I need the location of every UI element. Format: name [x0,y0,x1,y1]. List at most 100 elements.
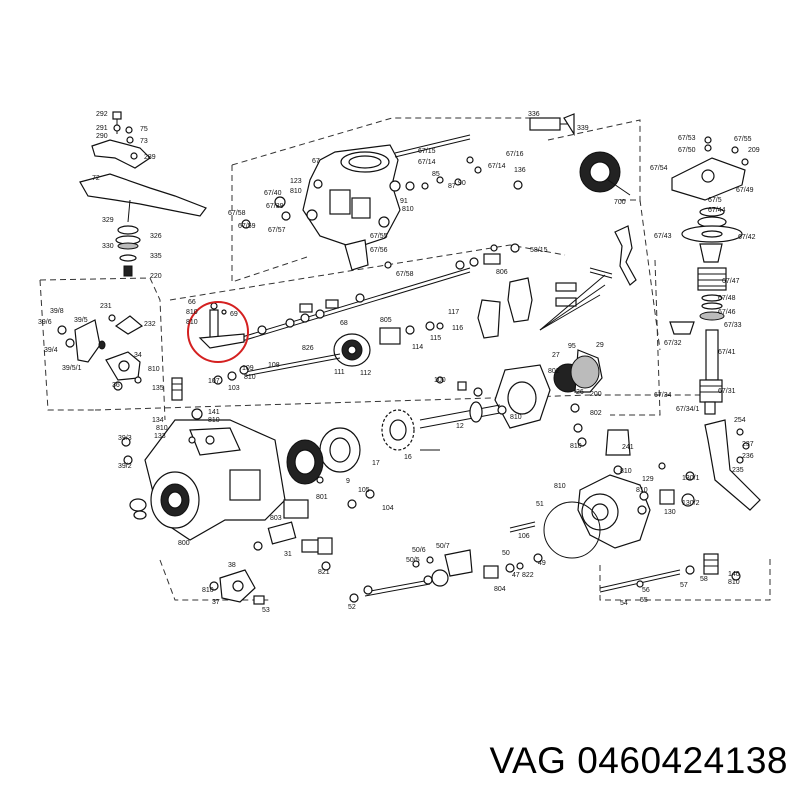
callout-209: 209 [748,147,760,154]
adjusting-screw [529,113,631,196]
callout-507: 50/7 [436,543,450,550]
callout-236: 236 [742,453,754,460]
callout-38: 38 [228,562,236,569]
callout-67: 67 [312,158,320,165]
callout-803: 803 [270,515,282,522]
callout-6714a: 67/14 [418,159,436,166]
callout-810k: 810 [636,487,648,494]
callout-129: 129 [642,476,654,483]
callout-810i: 810 [156,425,168,432]
callout-8100: 810 [510,414,522,421]
callout-135: 135 [152,385,164,392]
callout-826: 826 [302,345,314,352]
callout-9: 9 [346,478,350,485]
callout-810c: 810 [186,309,198,316]
callout-115: 115 [430,335,441,342]
callout-241: 241 [622,444,634,451]
callout-114: 114 [412,344,423,351]
callout-804: 804 [494,586,506,593]
flyweight-assembly [213,321,444,385]
group-outlines [39,117,771,601]
hydraulic-head [543,429,695,559]
callout-111: 111 [334,369,345,376]
callout-821: 821 [318,569,330,576]
callout-810l: 810 [554,483,566,490]
highlighted-part [187,301,249,363]
callout-398: 39/8 [50,308,64,315]
callout-6756: 67/56 [370,247,388,254]
lower-components [209,521,741,605]
callout-107: 107 [208,378,220,385]
callout-290: 290 [96,133,108,140]
callout-810a: 810 [290,188,302,195]
callout-6747: 67/47 [722,278,740,285]
governor-cover [241,134,523,271]
callout-134: 134 [152,417,164,424]
callout-37: 37 [212,599,220,606]
callout-6759: 67/59 [238,223,256,230]
callout-6755: 67/55 [370,233,388,240]
callout-6742: 67/42 [738,234,756,241]
highlight-circle [187,301,249,363]
callout-141: 141 [208,409,220,416]
callout-87: 87 [448,183,456,190]
callout-339: 339 [577,125,589,132]
callout-6740: 67/40 [264,190,282,197]
callout-6732: 67/32 [664,340,682,347]
callout-220: 220 [150,273,162,280]
callout-67341: 67/34/1 [676,406,699,413]
callout-6758: 67/58 [228,210,246,217]
callout-16: 16 [404,454,412,461]
callout-810d: 810 [186,319,198,326]
part-number-label: VAG 0460424138 [489,740,788,781]
callout-103: 103 [228,385,240,392]
callout-326: 326 [150,233,162,240]
callout-47: 47 [512,572,520,579]
callout-1302: 130/2 [682,500,700,507]
callout-336: 336 [528,111,540,118]
callout-68: 68 [340,320,348,327]
callout-810m: 810 [202,587,214,594]
callout-822: 822 [522,572,534,579]
callout-116: 116 [452,325,463,332]
callout-140: 140 [728,571,740,578]
governor-shaft [231,243,520,345]
callout-91: 91 [400,198,408,205]
callout-810n: 810 [728,579,740,586]
callout-31: 31 [284,551,292,558]
bracket-assembly [57,314,144,391]
callout-34: 34 [134,352,142,359]
callout-802b: 802 [590,410,602,417]
callout-289: 289 [144,154,156,161]
callout-6744: 67/44 [708,207,726,214]
callout-133: 133 [154,433,166,440]
callout-810f: 810 [148,366,160,373]
callout-802a: 802 [548,368,560,375]
callout-6748: 67/48 [718,295,736,302]
callout-235: 235 [732,467,744,474]
callout-6754: 67/54 [650,165,668,172]
callout-6755b: 67/55 [734,136,752,143]
callout-237: 237 [742,441,754,448]
lda-assembly [669,136,749,415]
callout-329: 329 [102,217,114,224]
callout-6731: 67/31 [718,388,736,395]
callout-17: 17 [372,460,380,467]
callout-6749: 67/49 [736,187,754,194]
callout-231: 231 [100,303,112,310]
callout-6757: 67/57 [268,227,286,234]
callout-130: 130 [664,509,676,516]
callout-200: 200 [590,391,602,398]
callout-123: 123 [290,178,302,185]
callout-801: 801 [316,494,328,501]
callout-105: 105 [358,487,370,494]
callout-810g: 810 [570,443,582,450]
callout-52: 52 [348,604,356,611]
callout-27: 27 [552,352,560,359]
callout-810h: 810 [208,417,220,424]
callout-66: 66 [188,299,196,306]
callout-51: 51 [536,501,544,508]
callout-6714b: 67/14 [488,163,506,170]
stop-lever [477,225,637,339]
